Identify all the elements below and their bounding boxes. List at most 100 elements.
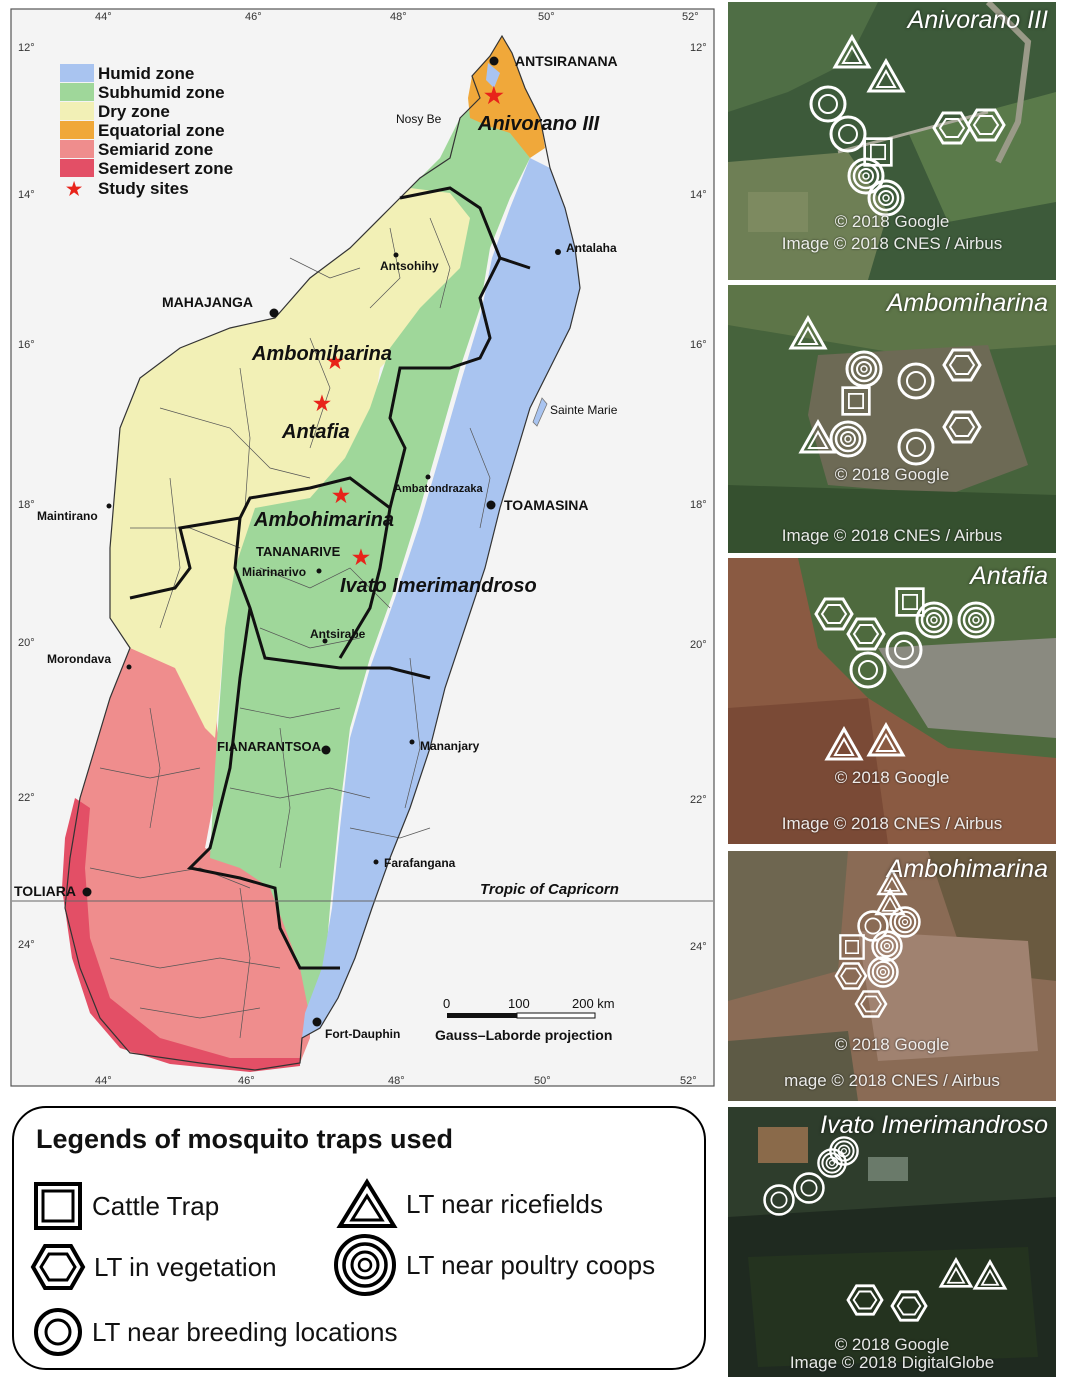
map-credit: © 2018 Google — [834, 1035, 950, 1054]
madagascar-map: 44° 46° 48° 50° 52° 44° 46° 48° 50° 52° … — [10, 8, 715, 1088]
zone-humid — [302, 158, 580, 1038]
lat-tick: 20° — [690, 639, 707, 651]
zone-swatch-semiarid — [60, 140, 94, 158]
lon-tick: 44° — [95, 1075, 112, 1087]
lat-tick: 22° — [18, 792, 35, 804]
map-credit: Image © 2018 DigitalGlobe — [789, 1353, 995, 1372]
satellite-panel-anivorano: Anivorano III © 2018 Google Image © 2018… — [728, 2, 1056, 280]
city-label: Sainte Marie — [550, 403, 618, 417]
satellite-panel-title: Ivato Imerimandroso — [820, 1111, 1048, 1139]
map-credit: Image © 2018 CNES / Airbus — [781, 234, 1003, 253]
scale-tick: 100 — [508, 996, 530, 1011]
city-label: Fort-Dauphin — [325, 1027, 400, 1041]
square-icon — [34, 1182, 82, 1230]
province-boundaries — [129, 186, 531, 970]
star-icon: ★ — [66, 179, 83, 199]
city-label: Antalaha — [566, 241, 617, 255]
tropic-label: Tropic of Capricorn — [480, 881, 619, 898]
city-dot — [393, 252, 399, 258]
zone-dry — [110, 168, 480, 738]
scale-tick: 0 — [443, 996, 450, 1011]
satellite-panel-title: Ambohimarina — [886, 855, 1048, 883]
study-site-label: Antafia — [281, 421, 350, 443]
map-credit: © 2018 Google — [834, 768, 950, 787]
island-outline — [64, 34, 581, 1071]
city-dot — [269, 308, 279, 318]
lon-tick: 52° — [680, 1075, 697, 1087]
city-dot — [555, 249, 561, 255]
satellite-image — [728, 1107, 1056, 1377]
zone-subhumid — [210, 98, 530, 1018]
zone-swatch-equatorial — [60, 121, 94, 139]
city-dot — [425, 474, 431, 480]
satellite-panel-ivato: Ivato Imerimandroso © 2018 Google Image … — [728, 1107, 1056, 1377]
trap-label: LT near breeding locations — [92, 1316, 398, 1347]
zone-label: Dry zone — [98, 102, 170, 121]
lat-tick: 18° — [18, 499, 35, 511]
concentric-circle-icon — [334, 1234, 396, 1296]
city-label: Antsohihy — [380, 259, 439, 273]
scale-bar: 0 100 200 km Gauss–Laborde projection — [435, 996, 615, 1043]
lon-tick: 48° — [388, 1075, 405, 1087]
trap-legend-item: LT in vegetation — [30, 1242, 277, 1292]
zone-swatch-subhumid — [60, 83, 94, 101]
city-label: TOLIARA — [14, 883, 76, 899]
lat-tick: 14° — [690, 189, 707, 201]
lat-tick: 16° — [690, 339, 707, 351]
satellite-panel-title: Ambomiharina — [886, 289, 1048, 317]
trap-label: Cattle Trap — [92, 1190, 220, 1221]
triangle-icon — [336, 1178, 398, 1228]
district-boundaries — [89, 217, 491, 1039]
trap-label: LT in vegetation — [94, 1251, 277, 1282]
city-dot — [373, 859, 379, 865]
study-site-label: Ivato Imerimandroso — [340, 575, 537, 597]
lat-tick: 12° — [690, 42, 707, 54]
lon-tick: 46° — [238, 1075, 255, 1087]
lon-tick: 48° — [390, 11, 407, 23]
lat-tick: 16° — [18, 339, 35, 351]
zone-humid-north — [486, 63, 500, 88]
zone-semidesert — [62, 798, 300, 1072]
zone-equatorial — [468, 36, 545, 158]
study-site-star-icon: ★ — [313, 393, 331, 415]
satellite-panel-title: Anivorano III — [907, 6, 1048, 34]
map-credit: Image © 2018 CNES / Airbus — [781, 526, 1003, 545]
zone-label: Humid zone — [98, 64, 194, 83]
lat-tick: 20° — [18, 637, 35, 649]
city-label: Mananjary — [420, 739, 480, 753]
zone-label: Semiarid zone — [98, 140, 213, 159]
trap-label: LT near poultry coops — [406, 1249, 656, 1280]
zone-legend: Humid zone Subhumid zone Dry zone Equato… — [60, 64, 233, 199]
zone-label: Semidesert zone — [98, 159, 233, 178]
city-dot — [321, 745, 331, 755]
satellite-panel-ambomiharina: Ambomiharina © 2018 Google Image © 2018 … — [728, 285, 1056, 553]
city-label: Morondava — [47, 652, 111, 666]
trap-legend-item: LT near breeding locations — [32, 1306, 397, 1358]
study-site-label: Ambohimarina — [253, 509, 394, 531]
satellite-panel-title: Antafia — [970, 562, 1048, 590]
lat-tick: 24° — [690, 941, 707, 953]
trap-legend-item: LT near ricefields — [336, 1178, 603, 1230]
lat-tick: 18° — [690, 499, 707, 511]
city-dot — [106, 503, 112, 509]
city-label: ANTSIRANANA — [515, 53, 618, 69]
study-site-star-icon: ★ — [484, 83, 504, 108]
city-label: Farafangana — [384, 856, 456, 870]
axis-labels: 44° 46° 48° 50° 52° 44° 46° 48° 50° 52° … — [18, 11, 707, 1087]
zone-swatch-dry — [60, 102, 94, 120]
city-label: Nosy Be — [396, 112, 442, 126]
zone-label: Subhumid zone — [98, 83, 225, 102]
satellite-panel-antafia: Antafia © 2018 Google Image © 2018 CNES … — [728, 558, 1056, 844]
city-label: Maintirano — [37, 509, 98, 523]
city-dot — [316, 568, 322, 574]
lat-tick: 12° — [18, 42, 35, 54]
study-site-star-icon: ★ — [332, 485, 350, 507]
hexagon-icon — [30, 1244, 86, 1290]
city-labels: ANTSIRANANA Nosy Be Antalaha Antsohihy M… — [14, 53, 618, 1041]
city-label: Miarinarivo — [242, 565, 306, 579]
study-sites-label: Study sites — [98, 179, 189, 198]
map-credit: © 2018 Google — [834, 465, 950, 484]
city-label: Antsirabe — [310, 627, 366, 641]
map-credit: mage © 2018 CNES / Airbus — [784, 1071, 1000, 1090]
lat-tick: 24° — [18, 939, 35, 951]
